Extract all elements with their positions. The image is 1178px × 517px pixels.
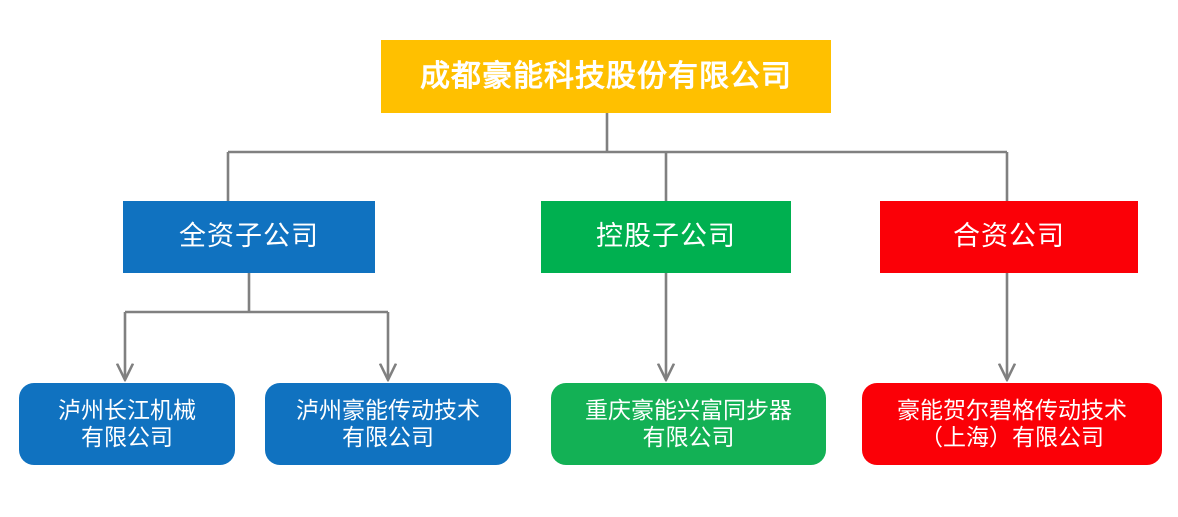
node-subsidiary-luzhou-haoneng[interactable]: 泸州豪能传动技术 有限公司 bbox=[265, 383, 511, 465]
node-subsidiary-luzhou-changjiang[interactable]: 泸州长江机械 有限公司 bbox=[19, 383, 235, 465]
node-subsidiary-luzhou-changjiang-label: 泸州长江机械 有限公司 bbox=[58, 396, 196, 450]
node-subsidiary-chongqing-xingfu-label: 重庆豪能兴富同步器 有限公司 bbox=[585, 396, 792, 450]
node-category-wholly-owned[interactable]: 全资子公司 bbox=[123, 201, 375, 273]
node-subsidiary-chongqing-xingfu[interactable]: 重庆豪能兴富同步器 有限公司 bbox=[551, 383, 826, 465]
node-category-joint-venture[interactable]: 合资公司 bbox=[880, 201, 1138, 273]
node-subsidiary-hoerbiger-shanghai-label: 豪能贺尔碧格传动技术 （上海）有限公司 bbox=[897, 396, 1127, 450]
node-root-label: 成都豪能科技股份有限公司 bbox=[420, 59, 792, 93]
node-category-holding[interactable]: 控股子公司 bbox=[541, 201, 791, 273]
node-category-holding-label: 控股子公司 bbox=[596, 221, 736, 252]
node-subsidiary-luzhou-haoneng-label: 泸州豪能传动技术 有限公司 bbox=[296, 396, 480, 450]
node-subsidiary-hoerbiger-shanghai[interactable]: 豪能贺尔碧格传动技术 （上海）有限公司 bbox=[862, 383, 1162, 465]
node-category-joint-venture-label: 合资公司 bbox=[953, 221, 1065, 252]
node-root-company[interactable]: 成都豪能科技股份有限公司 bbox=[381, 40, 831, 113]
node-category-wholly-owned-label: 全资子公司 bbox=[179, 221, 319, 252]
